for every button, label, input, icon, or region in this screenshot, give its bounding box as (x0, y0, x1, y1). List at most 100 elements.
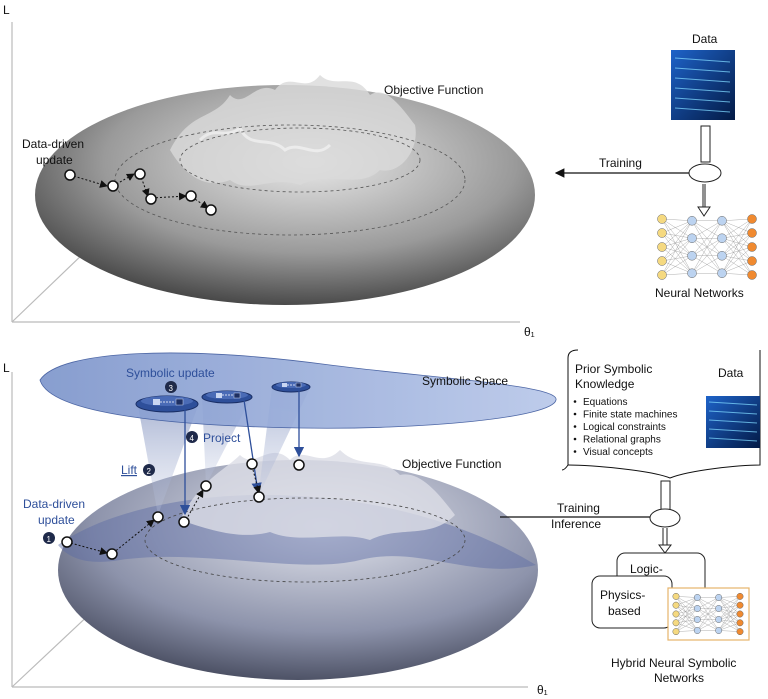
bottom-update-path (61, 458, 305, 560)
project-arrow (243, 399, 262, 494)
network-node (657, 270, 667, 280)
network-edge (661, 246, 693, 274)
network-edge (718, 608, 741, 623)
network-edge (721, 246, 753, 256)
network-edge (661, 218, 693, 221)
network-node (747, 270, 757, 280)
bottom-axis-x-label: θ₁ (537, 683, 548, 697)
top-update-path (64, 168, 217, 216)
network-edge (675, 608, 698, 632)
network-edge (675, 619, 698, 632)
network-node (687, 268, 697, 278)
top-path-node (205, 204, 217, 216)
network-edge (661, 273, 693, 276)
network-edge (697, 608, 719, 631)
top-data-image (671, 50, 735, 120)
network-edge (675, 597, 698, 615)
prior-item: Relational graphs (583, 435, 661, 446)
top-axis-x-label: θ₁ (524, 325, 535, 339)
bullet-icon (573, 450, 577, 453)
top-axis-y-label: L (3, 3, 10, 17)
network-edge (718, 619, 741, 632)
network-edge (661, 220, 693, 234)
network-edge (661, 220, 693, 276)
network-node (693, 616, 701, 623)
project-label: Project (203, 431, 241, 445)
step-4-badge (186, 431, 198, 443)
network-node (687, 233, 697, 243)
network-node (747, 256, 757, 266)
step-3-number: 3 (169, 384, 174, 393)
network-node (657, 242, 667, 252)
network-edge (675, 619, 698, 623)
top-terrain-peaks (170, 75, 416, 186)
network-node (687, 251, 697, 261)
step-2-number: 2 (147, 467, 152, 476)
bottom-data-pipe (660, 480, 671, 512)
network-edge (675, 613, 698, 620)
network-edge (661, 232, 693, 256)
prior-brace-left (561, 349, 579, 471)
network-edge (718, 605, 741, 620)
network-node (715, 627, 723, 634)
network-edge (718, 613, 741, 620)
top-down-arrowhead (697, 206, 711, 217)
network-edge (675, 608, 698, 623)
network-edge (675, 596, 698, 631)
top-data-label: Data (692, 32, 718, 46)
network-node (747, 242, 757, 252)
bottom-contour (144, 497, 466, 583)
bottom-path-node (152, 511, 164, 523)
network-edge (661, 238, 693, 248)
bottom-inference-label: Inference (551, 517, 601, 531)
network-edge (675, 630, 698, 632)
network-edge (718, 622, 741, 631)
network-edge (721, 255, 753, 262)
network-node (717, 233, 727, 243)
network-edge (675, 596, 698, 620)
network-edge (721, 260, 753, 274)
network-edge (718, 596, 741, 631)
network-edge (718, 605, 741, 609)
network-edge (721, 238, 753, 248)
bottom-update-label-2: update (38, 513, 75, 527)
network-node (747, 214, 757, 224)
bottom-terrain-peaks (180, 450, 455, 540)
network-node (657, 228, 667, 238)
network-edge (718, 605, 741, 631)
network-edge (721, 232, 753, 274)
network-node (657, 256, 667, 266)
prior-title-2: Knowledge (575, 377, 635, 391)
bottom-path-node (178, 516, 190, 528)
hybrid-label-2: Networks (654, 671, 704, 685)
bullet-icon (573, 425, 577, 428)
network-edge (661, 220, 693, 262)
network-edge (718, 596, 741, 598)
top-path-node (145, 193, 157, 205)
network-edge (721, 238, 753, 262)
symbolic-space-label: Symbolic Space (422, 374, 508, 388)
hybrid-label-1: Hybrid Neural Symbolic (611, 656, 736, 670)
bottom-down-arrowhead (658, 544, 672, 554)
network-edge (675, 596, 698, 609)
prior-item: Logical constraints (583, 422, 666, 433)
network-node (672, 610, 680, 618)
logic-label: Logic- (630, 562, 663, 576)
network-node (693, 605, 701, 612)
network-edge (661, 232, 693, 239)
step-4-number: 4 (190, 434, 195, 443)
network-edge (718, 630, 741, 632)
network-edge (675, 597, 698, 623)
network-edge (721, 220, 753, 234)
network-node (717, 216, 727, 226)
symbolic-disc (201, 390, 253, 404)
network-node (672, 619, 680, 627)
network-edge (721, 218, 753, 256)
network-edge (661, 232, 693, 274)
bottom-path-node (61, 536, 73, 548)
network-node (736, 601, 744, 609)
network-edge (721, 218, 753, 239)
bottom-objective-label: Objective Function (402, 457, 501, 471)
top-path-node (134, 168, 146, 180)
